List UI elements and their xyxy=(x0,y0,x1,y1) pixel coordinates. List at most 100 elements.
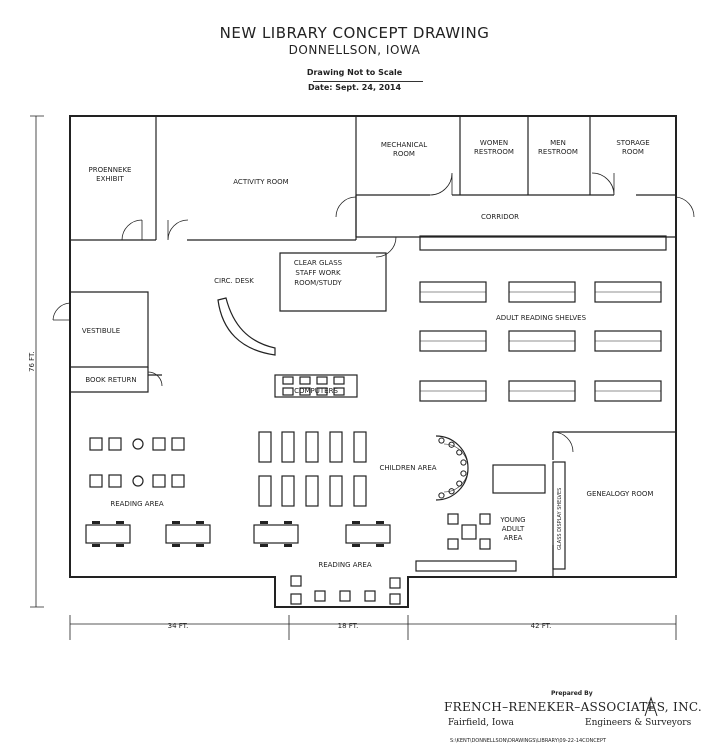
reading-table xyxy=(165,524,211,544)
glass-display-label: GLASS DISPLAY SHELVES xyxy=(557,488,563,550)
vestibule-walls xyxy=(70,291,149,368)
chair-mark xyxy=(376,544,384,547)
firm-name: FRENCH–RENEKER–ASSOCIATES, INC. xyxy=(444,700,703,714)
chair-mark xyxy=(172,544,180,547)
mechanical-room-label-2: ROOM xyxy=(393,150,415,158)
stack xyxy=(305,475,319,507)
surveyor-logo xyxy=(644,696,658,717)
chair-mark xyxy=(352,521,360,524)
outer-wall xyxy=(69,115,677,608)
genealogy-room-walls xyxy=(552,431,676,577)
prepared-by-label: Prepared By xyxy=(551,690,593,697)
computer-table xyxy=(274,374,358,398)
door-swing xyxy=(591,172,615,196)
young-adult-label-1: YOUNG xyxy=(499,516,525,524)
men-restroom-label-2: RESTROOM xyxy=(538,148,578,156)
staff-room-label-1: CLEAR GLASS xyxy=(294,259,343,267)
children-area-label: CHILDREN AREA xyxy=(379,464,436,472)
chair-mark xyxy=(260,521,268,524)
storage-room-label-1: STORAGE xyxy=(616,139,649,147)
men-restroom-label-1: MEN xyxy=(550,139,566,147)
chair-mark xyxy=(376,521,384,524)
young-adult-label-2: ADULT xyxy=(502,525,525,533)
reading-area-bottom-label: READING AREA xyxy=(318,561,371,569)
stack xyxy=(329,475,343,507)
stack xyxy=(281,475,295,507)
door-swing xyxy=(167,219,189,241)
adult-shelves-label: ADULT READING SHELVES xyxy=(496,314,587,322)
glass-display-shelves xyxy=(552,461,566,570)
chair-mark xyxy=(196,521,204,524)
computers-label: COMPUTERS xyxy=(294,387,338,395)
corridor-walls xyxy=(355,195,676,238)
mechanical-room-walls xyxy=(356,116,461,196)
reading-area-left-label: READING AREA xyxy=(110,500,163,508)
stack xyxy=(353,475,367,507)
door-swing xyxy=(675,196,695,218)
chair-mark xyxy=(92,521,100,524)
stool-mark xyxy=(448,441,455,448)
door-swing xyxy=(52,302,71,321)
reading-table xyxy=(345,524,391,544)
door-swing xyxy=(121,219,143,241)
proenneke-label-2: EXHIBIT xyxy=(96,175,124,183)
firm-city: Fairfield, Iowa xyxy=(448,718,514,728)
bottom-shelf xyxy=(415,560,517,572)
drawing-location: DONNELLSON, IOWA xyxy=(288,43,421,57)
men-room-walls xyxy=(528,116,591,196)
vestibule-door xyxy=(147,371,163,387)
drawing-date: Date: Sept. 24, 2014 xyxy=(307,83,402,92)
door-swing xyxy=(335,196,357,218)
chair-mark xyxy=(284,521,292,524)
stool-mark xyxy=(456,449,463,456)
scale-note-underline xyxy=(313,81,423,82)
stool-mark xyxy=(460,470,467,477)
proenneke-label-1: PROENNEKE xyxy=(89,166,132,174)
young-adult-label-3: AREA xyxy=(504,534,523,542)
door-swing xyxy=(429,172,453,196)
stool-mark xyxy=(438,492,445,499)
chair-mark xyxy=(196,544,204,547)
firm-services: Engineers & Surveyors xyxy=(585,718,692,728)
staff-room-walls xyxy=(279,252,387,312)
ya-shelf xyxy=(492,464,546,494)
stack xyxy=(353,431,367,463)
chair-mark xyxy=(260,544,268,547)
circ-desk-label: CIRC. DESK xyxy=(214,277,254,285)
storage-room-label-2: ROOM xyxy=(622,148,644,156)
file-path: S:\KENT\DONNELLSON\DRAWINGS\LIBRARY\09-2… xyxy=(450,738,607,744)
book-return-label: BOOK RETURN xyxy=(85,376,136,384)
scale-note: Drawing Not to Scale xyxy=(306,68,403,77)
stool-mark xyxy=(456,480,463,487)
drawing-title: NEW LIBRARY CONCEPT DRAWING xyxy=(219,24,490,42)
mechanical-room-label-1: MECHANICAL xyxy=(381,141,427,149)
stack xyxy=(329,431,343,463)
dimension-left: 34 FT. xyxy=(168,622,189,630)
reading-table xyxy=(253,524,299,544)
door-swing xyxy=(375,236,397,258)
book-return-walls xyxy=(70,367,162,393)
vestibule-label: VESTIBULE xyxy=(82,327,120,335)
stack xyxy=(281,431,295,463)
chair-mark xyxy=(352,544,360,547)
shelf-long xyxy=(419,235,667,251)
chair-mark xyxy=(284,544,292,547)
women-restroom-label-1: WOMEN xyxy=(480,139,508,147)
dimension-mid: 18 FT. xyxy=(338,622,359,630)
women-restroom-label-2: RESTROOM xyxy=(474,148,514,156)
staff-room-label-3: ROOM/STUDY xyxy=(294,279,342,287)
dimension-right: 42 FT. xyxy=(531,622,552,630)
staff-room-label-2: STAFF WORK xyxy=(295,269,341,277)
chair-mark xyxy=(116,544,124,547)
stack xyxy=(258,475,272,507)
dimension-height: 76 FT. xyxy=(28,351,36,372)
chair-mark xyxy=(172,521,180,524)
stack xyxy=(305,431,319,463)
circ-desk xyxy=(217,297,276,356)
genealogy-room-label: GENEALOGY ROOM xyxy=(587,490,654,498)
chair-mark xyxy=(116,521,124,524)
stool-mark xyxy=(438,437,445,444)
stool-mark xyxy=(448,488,455,495)
reading-table xyxy=(85,524,131,544)
